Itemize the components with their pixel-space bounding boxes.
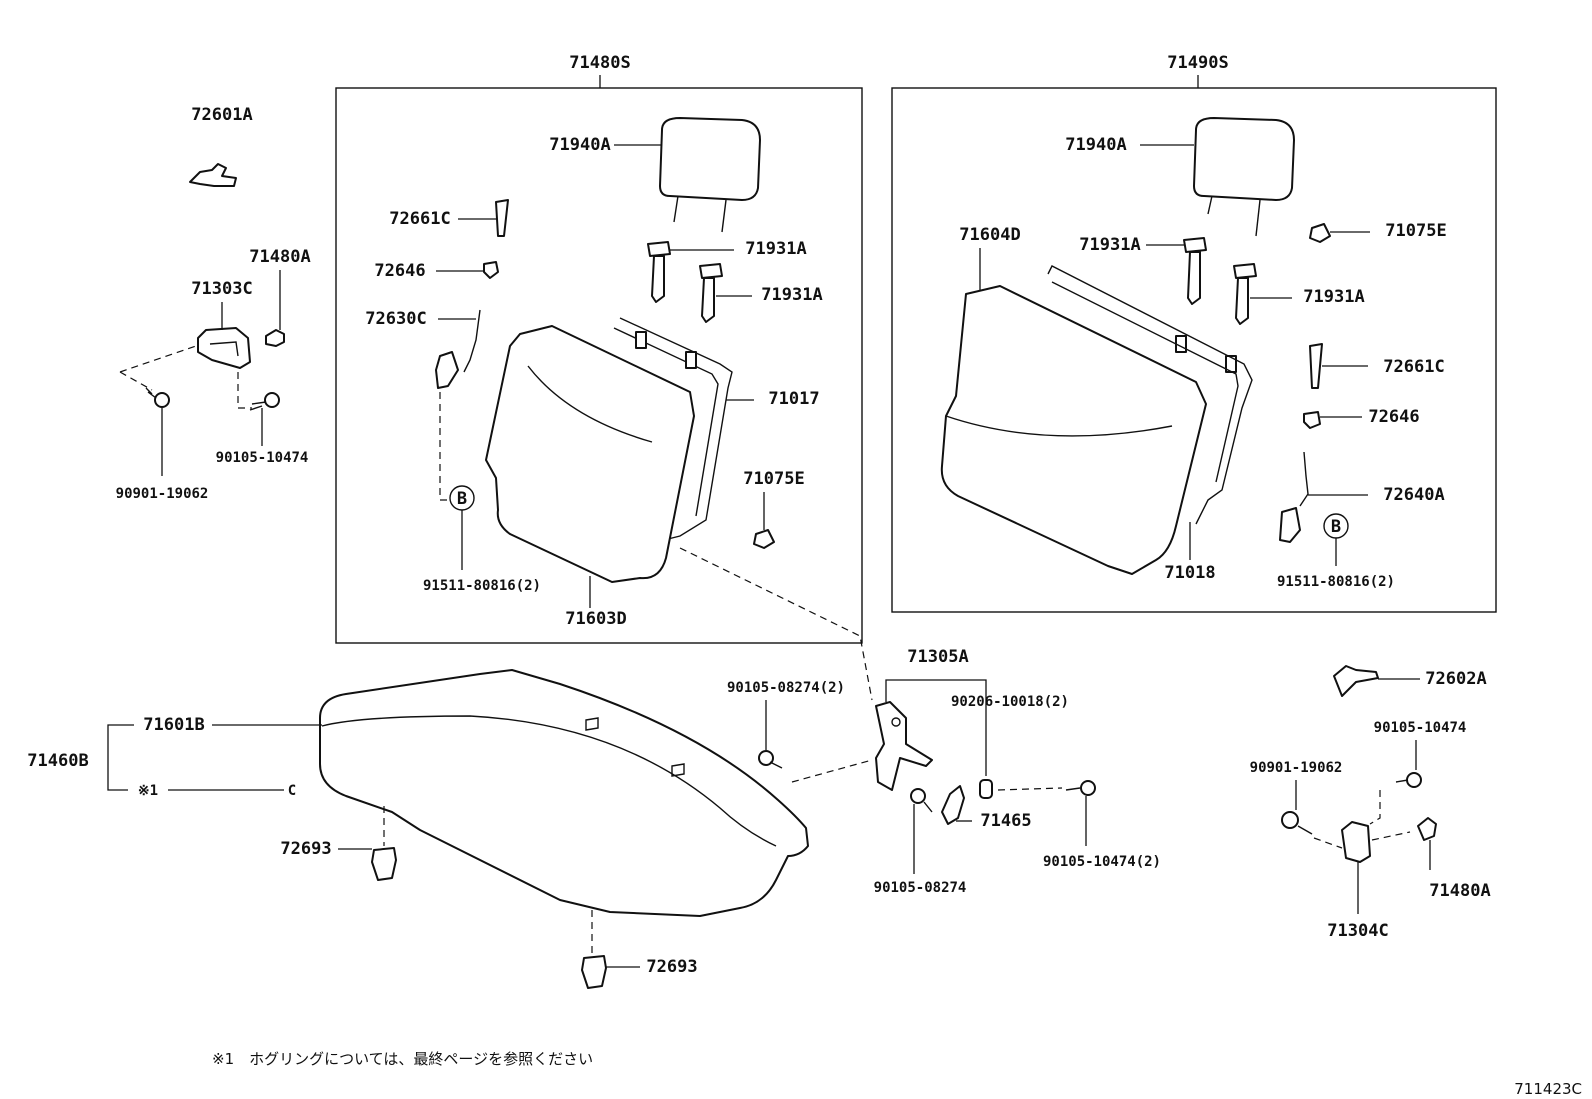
seatback-pad-71604D-part [940, 285, 1237, 575]
label-71480A-right[interactable]: 71480A [1429, 881, 1490, 901]
support-71931A-left2-part [699, 263, 723, 323]
label-71303C[interactable]: 71303C [191, 279, 252, 299]
bolt-90105-10474-2-part [1065, 780, 1096, 796]
seat-bracket-71305A-part [875, 701, 933, 791]
nut-90206-10018-part [979, 779, 993, 799]
group-label-71480S[interactable]: 71480S [569, 53, 630, 73]
hook-72693-b-part [581, 955, 607, 989]
seatback-frame-71018-part [1047, 265, 1253, 525]
callout-b-left[interactable]: B [457, 489, 467, 509]
clip-71075E-left-part [753, 529, 775, 549]
headrest-71940A-right-part [1193, 117, 1295, 237]
label-90206-10018[interactable]: 90206-10018(2) [951, 694, 1069, 710]
group-label-71490S[interactable]: 71490S [1167, 53, 1228, 73]
label-72646-left[interactable]: 72646 [374, 261, 425, 281]
label-72602A[interactable]: 72602A [1425, 669, 1486, 689]
figure-id: 711423C [1514, 1080, 1582, 1098]
support-71931A-right2-part [1233, 263, 1257, 325]
seat-cushion-71601B-part [319, 669, 809, 917]
clip-71480A-right-part [1417, 817, 1437, 841]
label-90901-19062-right[interactable]: 90901-19062 [1250, 760, 1343, 776]
label-72601A[interactable]: 72601A [191, 105, 252, 125]
label-91511-80816-right[interactable]: 91511-80816(2) [1277, 574, 1395, 590]
label-90105-10474-right[interactable]: 90105-10474 [1374, 720, 1467, 736]
lock-rod-72640A-part [1279, 451, 1309, 543]
pin-72661C-right-part [1309, 343, 1323, 389]
label-72693-b[interactable]: 72693 [646, 957, 697, 977]
ref-mark-1[interactable]: ※1 [138, 783, 158, 799]
bolt-90105-08274-part [910, 788, 933, 813]
label-71304C[interactable]: 71304C [1327, 921, 1388, 941]
footnote-text: ※1 ホグリングについては、最終ページを参照ください [212, 1050, 593, 1068]
support-71931A-left1-part [647, 241, 671, 303]
bolt-90105-08274-2-part [758, 750, 783, 769]
label-71018[interactable]: 71018 [1164, 563, 1215, 583]
headrest-71940A-left-part [659, 117, 761, 233]
hook-72693-a-part [371, 847, 397, 881]
bracket-cover-71304C-part [1341, 821, 1371, 863]
support-71931A-right1-part [1183, 237, 1207, 305]
label-72640A[interactable]: 72640A [1383, 485, 1444, 505]
label-71931A-right1[interactable]: 71931A [1079, 235, 1140, 255]
seatback-frame-71017-part [613, 317, 733, 541]
seatback-pad-71603D-part [485, 325, 697, 583]
label-71940A-right[interactable]: 71940A [1065, 135, 1126, 155]
label-71075E-right[interactable]: 71075E [1385, 221, 1446, 241]
callout-b-right[interactable]: B [1331, 517, 1341, 537]
label-72661C-right[interactable]: 72661C [1383, 357, 1444, 377]
clip-72646-right-part [1303, 411, 1321, 429]
label-71305A[interactable]: 71305A [907, 647, 968, 667]
lever-71465-part [941, 785, 965, 825]
label-90105-08274[interactable]: 90105-08274 [874, 880, 967, 896]
label-71480A-top[interactable]: 71480A [249, 247, 310, 267]
bolt-90901-19062-right-part [1281, 811, 1313, 835]
bolt-90901-19062-left-part [145, 387, 170, 408]
hinge-cover-72602A-part [1333, 665, 1379, 697]
label-90105-10474-2[interactable]: 90105-10474(2) [1043, 854, 1161, 870]
pin-72661C-left-part [495, 199, 509, 237]
label-71075E-left[interactable]: 71075E [743, 469, 804, 489]
clip-72646-left-part [483, 261, 499, 279]
seatback-right-frame [891, 87, 1497, 613]
label-71604D[interactable]: 71604D [959, 225, 1020, 245]
lock-rod-72630C-part [435, 309, 481, 389]
ref-mark-c[interactable]: C [288, 783, 296, 799]
label-72661C-left[interactable]: 72661C [389, 209, 450, 229]
label-90105-08274-2[interactable]: 90105-08274(2) [727, 680, 845, 696]
label-71601B[interactable]: 71601B [143, 715, 204, 735]
label-71017[interactable]: 71017 [768, 389, 819, 409]
label-91511-80816-left[interactable]: 91511-80816(2) [423, 578, 541, 594]
label-71931A-right2[interactable]: 71931A [1303, 287, 1364, 307]
bolt-90105-10474-right-part [1395, 772, 1422, 788]
bolt-90105-10474-left-part [249, 392, 280, 411]
bracket-cover-71303C-part [197, 327, 251, 369]
seatback-left-frame [335, 87, 863, 644]
label-71940A-left[interactable]: 71940A [549, 135, 610, 155]
label-72630C[interactable]: 72630C [365, 309, 426, 329]
label-71931A-left1[interactable]: 71931A [745, 239, 806, 259]
label-72693-a[interactable]: 72693 [280, 839, 331, 859]
clip-71075E-right-part [1309, 223, 1331, 243]
label-71465[interactable]: 71465 [980, 811, 1031, 831]
label-71603D[interactable]: 71603D [565, 609, 626, 629]
label-90901-19062-left[interactable]: 90901-19062 [116, 486, 209, 502]
label-72646-right[interactable]: 72646 [1368, 407, 1419, 427]
hinge-cover-72601A-part [189, 163, 237, 187]
label-71460B[interactable]: 71460B [27, 751, 88, 771]
clip-71480A-top-part [265, 329, 285, 347]
label-90105-10474-left[interactable]: 90105-10474 [216, 450, 309, 466]
label-71931A-left2[interactable]: 71931A [761, 285, 822, 305]
